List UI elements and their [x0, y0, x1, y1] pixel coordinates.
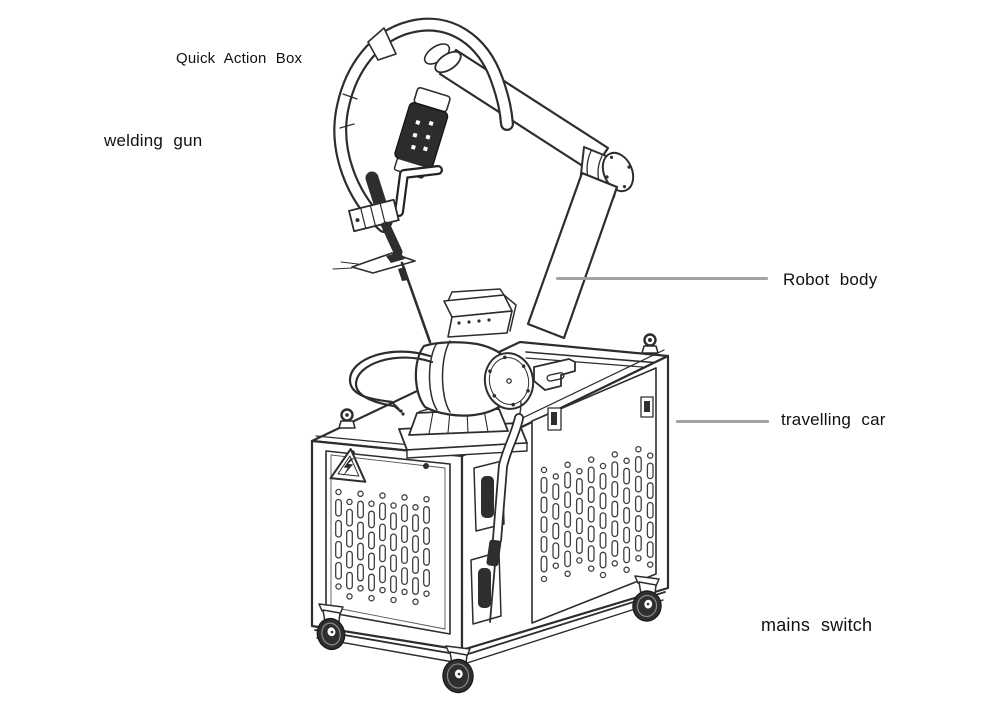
robot-wrist — [367, 27, 462, 74]
torch-wire — [400, 261, 432, 344]
caster-wheels — [316, 575, 662, 694]
label-welding-gun: welding gun — [104, 131, 203, 150]
label-travelling-car: travelling car — [781, 410, 886, 429]
caster-wheel-right — [632, 575, 662, 622]
cable-hose-loop — [333, 17, 514, 233]
welding-gun-assembly — [332, 165, 443, 344]
high-voltage-warning-icon — [329, 448, 367, 483]
quick-action-box-buttons — [410, 119, 434, 152]
robot-forearm — [526, 171, 619, 340]
travelling-car-leader-line — [676, 420, 769, 423]
torch-clamp — [348, 198, 400, 233]
vent-grid-right — [540, 445, 654, 583]
robot-base — [398, 404, 528, 459]
panel-latch — [547, 396, 654, 431]
robot-shoulder — [414, 340, 535, 417]
label-robot-body: Robot body — [783, 270, 878, 289]
robot-body-leader-line — [556, 277, 768, 280]
corner-cable-conduit — [486, 401, 524, 623]
deck-bracket — [533, 358, 576, 391]
shoulder-flange — [483, 352, 535, 410]
deck-cables — [348, 350, 434, 416]
eye-bolt-left — [338, 408, 356, 429]
label-mains-switch: mains switch — [761, 615, 873, 635]
shoulder-carriage-plates — [443, 288, 517, 338]
screw — [423, 463, 429, 469]
label-quick-action-box: Quick Action Box — [176, 50, 303, 67]
caster-wheel-left — [316, 603, 346, 651]
travelling-car-body — [310, 333, 670, 694]
robot-body-group — [332, 17, 635, 623]
vent-grid-front — [335, 488, 430, 606]
quick-action-box — [393, 86, 451, 179]
eye-bolt-rear — [641, 333, 659, 354]
caster-wheel-front — [442, 645, 474, 694]
